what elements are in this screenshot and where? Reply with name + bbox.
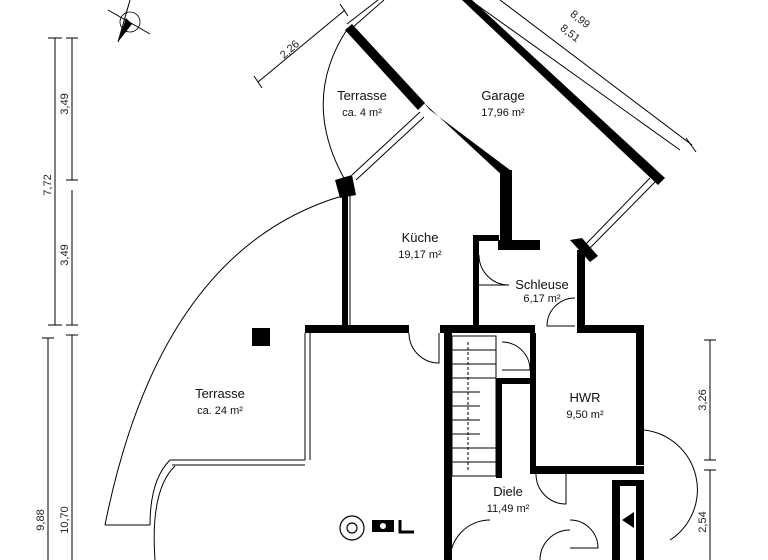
- door-swings: [408, 254, 698, 549]
- diele-walls: [449, 480, 644, 560]
- garage-dimension-lines: [469, 0, 697, 153]
- fireplace-fixture: [339, 515, 414, 541]
- dimension-label-988: 9,88: [35, 509, 47, 530]
- large-terrasse: [104, 195, 343, 560]
- room-name-kueche: Küche: [402, 230, 439, 245]
- room-area-hwr: 9,50 m²: [566, 409, 604, 421]
- dimension-label-772: 7,72: [42, 174, 54, 195]
- room-area-garage: 17,96 m²: [481, 107, 525, 119]
- dimension-label-226: 2,26: [278, 38, 302, 61]
- terrasse-dimension-line: [253, 3, 349, 89]
- dimension-label-349-bottom: 3,49: [59, 244, 71, 265]
- garage-door: [585, 177, 656, 249]
- room-name-terrasse-large: Terrasse: [195, 386, 245, 401]
- room-name-terrasse-small: Terrasse: [337, 88, 387, 103]
- compass-icon: [107, 0, 151, 43]
- left-dimension-lines: [42, 37, 78, 560]
- room-area-terrasse-large: ca. 24 m²: [197, 405, 243, 417]
- room-name-diele: Diele: [493, 484, 523, 499]
- dimension-label-326: 3,26: [697, 389, 709, 410]
- room-area-diele: 11,49 m²: [487, 503, 530, 515]
- dimension-label-254: 2,54: [697, 511, 709, 532]
- room-name-hwr: HWR: [569, 390, 600, 405]
- room-name-schleuse: Schleuse: [515, 277, 568, 292]
- right-dimension-lines: [704, 339, 716, 560]
- room-area-kueche: 19,17 m²: [398, 249, 442, 261]
- garage-walls: [345, 0, 665, 250]
- small-terrasse: [322, 0, 425, 198]
- dimension-label-1070: 10,70: [59, 506, 71, 534]
- staircase: [451, 335, 497, 477]
- dimension-label-349-top: 3,49: [59, 93, 71, 114]
- schleuse-walls: [444, 238, 644, 560]
- room-name-garage: Garage: [481, 88, 524, 103]
- room-area-schleuse: 6,17 m²: [523, 293, 561, 305]
- room-area-terrasse-small: ca. 4 m²: [342, 107, 382, 119]
- kitchen-walls: [305, 190, 535, 333]
